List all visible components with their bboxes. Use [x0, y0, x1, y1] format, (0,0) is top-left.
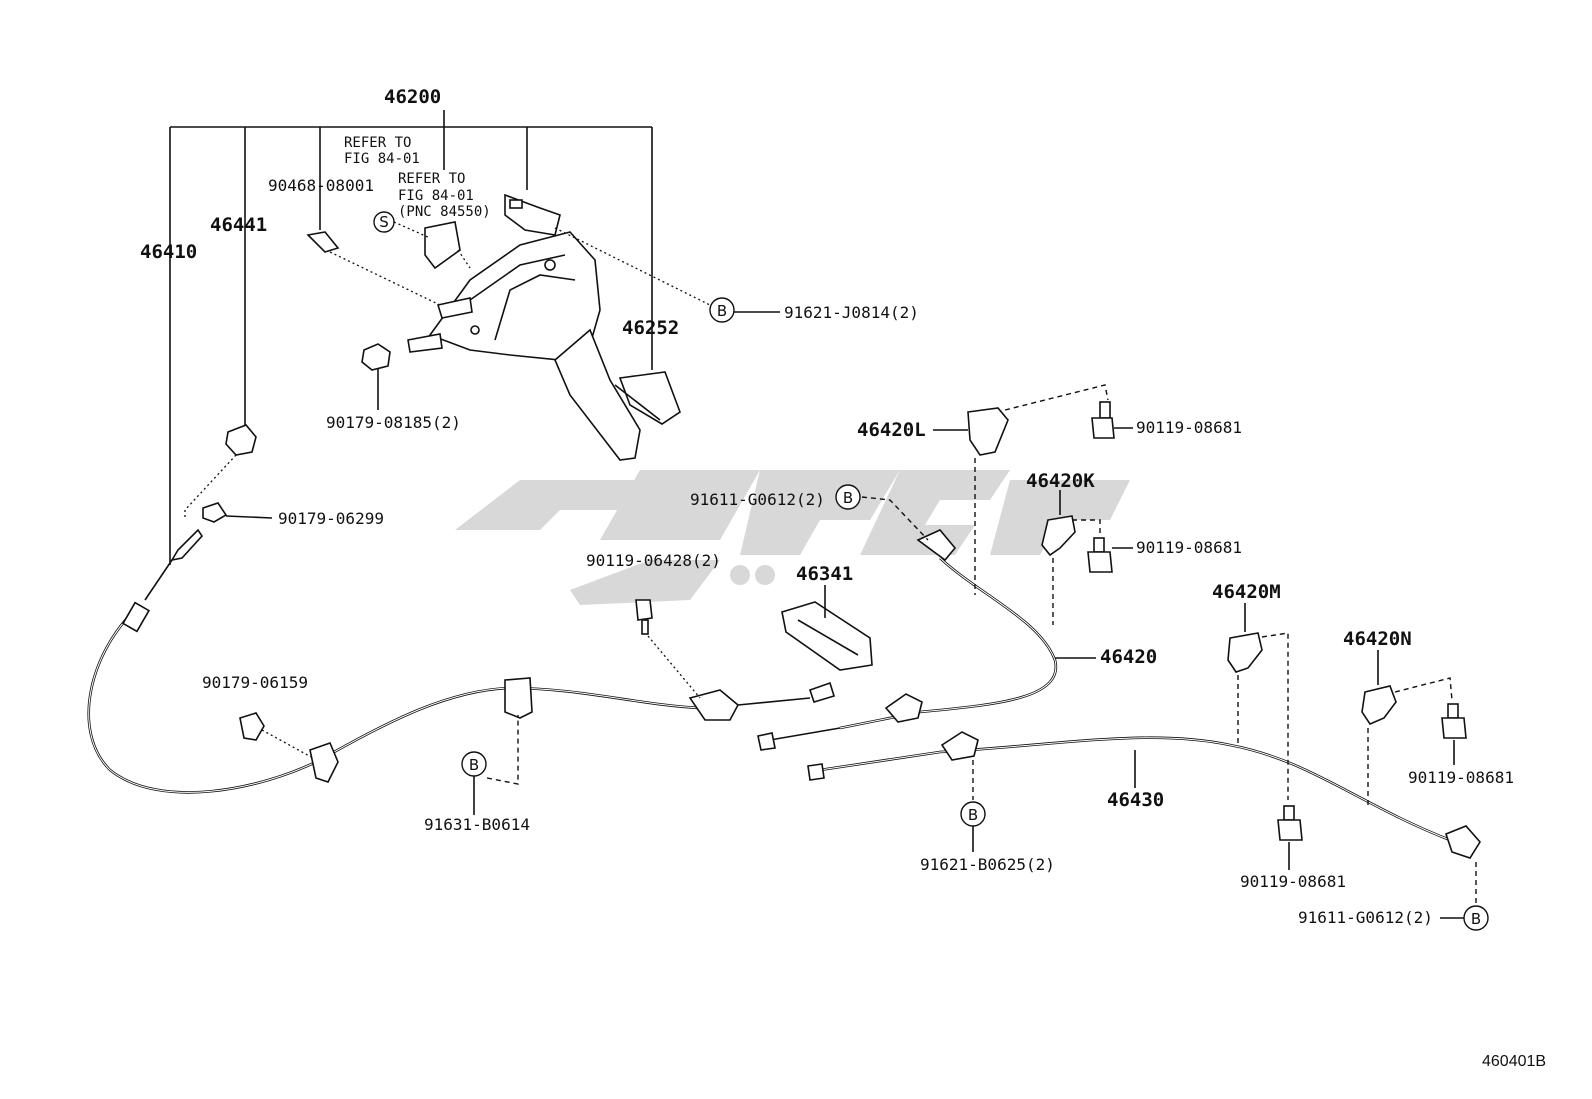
bolt-90119-08681-l	[1091, 401, 1115, 439]
label-90119-06428: 90119-06428(2)	[586, 551, 721, 570]
label-91611-G0612-2: 91611-G0612(2)	[1298, 908, 1433, 927]
clip-90468-08001	[306, 231, 340, 253]
label-90179-06299: 90179-06299	[278, 509, 384, 528]
refer-2-line1: REFER TO	[398, 171, 465, 187]
label-46200: 46200	[384, 86, 441, 108]
label-46420M: 46420M	[1212, 581, 1281, 603]
label-46420N: 46420N	[1343, 628, 1412, 650]
refer-1-line2: FIG 84-01	[344, 151, 420, 167]
cable-46420	[757, 529, 1058, 751]
label-46341: 46341	[796, 563, 853, 585]
parking-brake-pedal-assembly	[407, 193, 681, 461]
bolt-90119-08681-k	[1087, 537, 1113, 573]
refer-2-line2: FIG 84-01	[398, 188, 474, 204]
grommet-46441	[225, 424, 257, 456]
label-46430: 46430	[1107, 789, 1164, 811]
cable-46410	[87, 528, 836, 794]
label-46441: 46441	[210, 214, 267, 236]
label-91621-B0625: 91621-B0625(2)	[920, 855, 1055, 874]
label-46420L: 46420L	[857, 419, 926, 441]
bolt-90119-08681-m	[1277, 805, 1303, 841]
symbol-b-b625-text: B	[968, 806, 978, 824]
label-46410: 46410	[140, 241, 197, 263]
label-90119-08681-m: 90119-08681	[1240, 872, 1346, 891]
label-90179-08185: 90179-08185(2)	[326, 413, 461, 432]
label-90179-06159: 90179-06159	[202, 673, 308, 692]
label-90119-08681-n: 90119-08681	[1408, 768, 1514, 787]
symbol-b-clamp-text: B	[469, 756, 479, 774]
assembly-bracket-46200	[169, 110, 653, 565]
bracket-46420N	[1361, 685, 1397, 725]
symbol-b-top-icon	[709, 297, 735, 323]
label-46252: 46252	[622, 317, 679, 339]
bolt-90119-08681-n	[1441, 703, 1467, 739]
bracket-46341	[781, 601, 873, 671]
label-90119-08681-l: 90119-08681	[1136, 418, 1242, 437]
bracket-46420L	[967, 407, 1009, 456]
label-46420K: 46420K	[1026, 470, 1095, 492]
nut-90179-06159	[239, 712, 265, 741]
label-90468-08001: 90468-08001	[268, 176, 374, 195]
refer-1-line1: REFER TO	[344, 135, 411, 151]
symbol-b-r1-icon	[835, 484, 861, 510]
bracket-46420K	[1041, 515, 1076, 557]
label-91631-B0614: 91631-B0614	[424, 815, 530, 834]
nut-90179-06299	[202, 502, 228, 523]
label-46420: 46420	[1100, 646, 1157, 668]
label-90119-08681-k: 90119-08681	[1136, 538, 1242, 557]
label-91621-J0814: 91621-J0814(2)	[784, 303, 919, 322]
symbol-b-top-text: B	[717, 302, 727, 320]
refer-2-line3: (PNC 84550)	[398, 204, 491, 220]
symbol-b-r1-text: B	[843, 489, 853, 507]
bolt-90119-06428	[635, 599, 653, 635]
symbol-b-r2-text: B	[1471, 910, 1481, 928]
label-91611-G0612-1: 91611-G0612(2)	[690, 490, 825, 509]
bracket-46420M	[1227, 632, 1263, 673]
nut-90179-08185	[361, 343, 391, 371]
diagram-code: 460401B	[1482, 1053, 1546, 1070]
symbol-s-text: S	[379, 213, 389, 231]
